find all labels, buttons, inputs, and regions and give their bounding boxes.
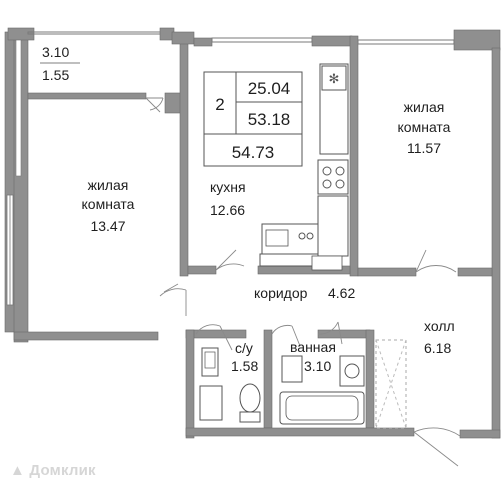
rooms-count: 2 [215,95,224,114]
watermark-text: Домклик [29,462,96,479]
room-name: комната [82,196,135,212]
room-name: ванная [290,339,336,355]
room-label-corridor: коридор 4.62 [254,285,355,301]
watermark-logo-icon: ▲ [10,462,26,479]
room-name: с/у [235,340,253,356]
room-name: комната [398,119,451,135]
room-label-wc: с/у 1.58 [231,340,258,374]
area-summary: 2 25.04 53.18 54.73 [203,71,303,167]
room-label-living-right: жилая комната 11.57 [398,99,451,156]
room-label-living-left: жилая комната 13.47 [82,177,135,234]
room-area: 1.58 [231,358,258,374]
balcony-area-a: 3.10 [42,44,69,60]
room-name: кухня [210,179,246,195]
room-name: коридор [254,285,308,301]
bathroom-fixtures [199,339,407,429]
other-area: 53.18 [248,110,291,129]
room-area: 3.10 [304,358,331,374]
kitchen-fixtures: ✻ [259,63,349,271]
balcony-label: 3.10 1.55 [40,44,80,83]
room-area: 4.62 [328,285,355,301]
room-area: 11.57 [407,140,441,156]
room-label-bathroom: ванная 3.10 [290,339,336,374]
room-name: жилая [88,177,129,193]
walls [4,27,501,439]
balcony-area-b: 1.55 [42,67,69,83]
doors [145,97,461,467]
room-area: 6.18 [424,340,451,356]
room-area: 12.66 [210,202,245,218]
room-label-kitchen: кухня 12.66 [210,179,246,218]
watermark: ▲ Домклик [10,462,96,479]
room-label-hall: холл 6.18 [424,318,455,356]
room-name: холл [424,318,455,334]
living-area: 25.04 [248,79,291,98]
room-area: 13.47 [90,218,125,234]
svg-text:✻: ✻ [329,71,340,86]
total-area: 54.73 [232,143,275,162]
room-name: жилая [404,99,445,115]
